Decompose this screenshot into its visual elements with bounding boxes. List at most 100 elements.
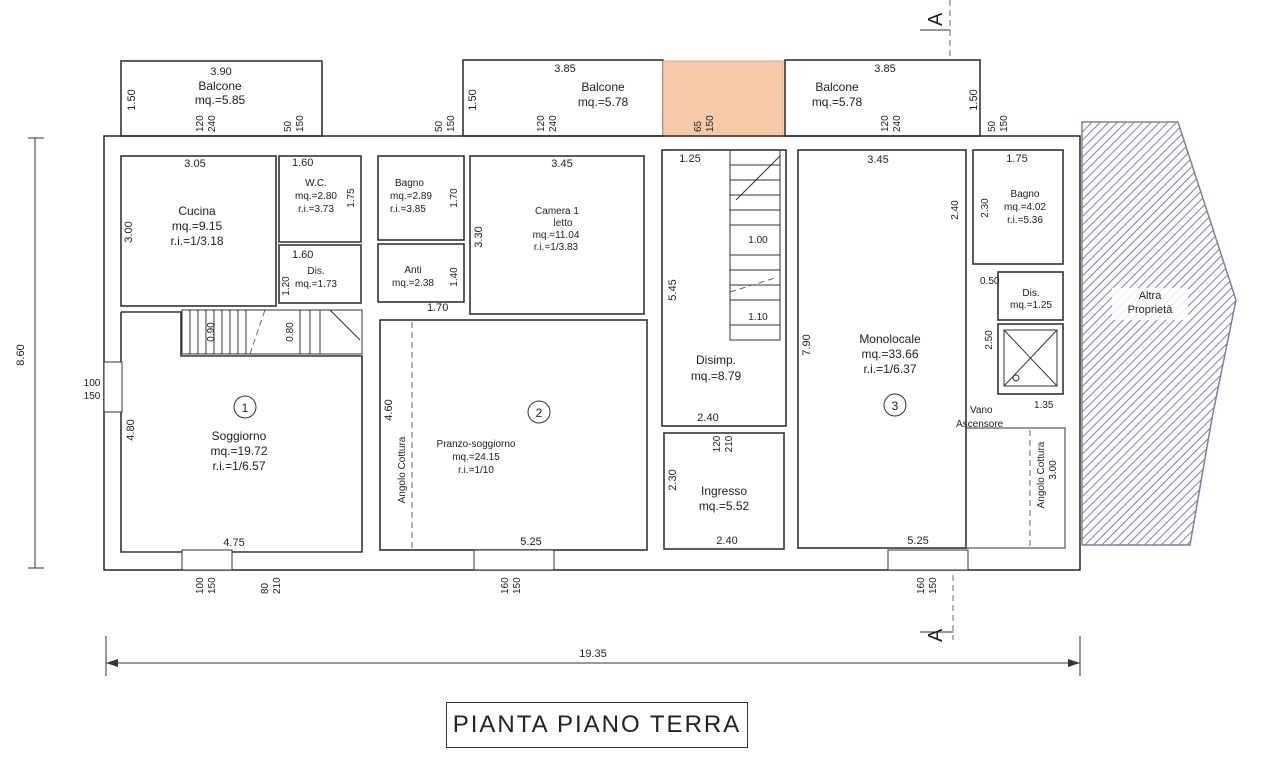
svg-text:80: 80: [260, 582, 271, 594]
balcony-center-tile: [662, 60, 784, 137]
svg-text:1.20: 1.20: [281, 276, 292, 296]
svg-text:mq.=5.78: mq.=5.78: [812, 95, 863, 109]
room-disimpegno: 1.25 5.45 1.00 1.10 Disimp. mq.=8.79 2.4…: [661, 149, 787, 427]
svg-text:3.85: 3.85: [554, 63, 575, 75]
svg-text:5.45: 5.45: [667, 279, 679, 300]
svg-text:3.00: 3.00: [123, 221, 135, 242]
svg-text:r.i.=5.36: r.i.=5.36: [1007, 215, 1043, 226]
svg-text:0.90: 0.90: [206, 322, 217, 342]
svg-text:7.90: 7.90: [801, 334, 813, 355]
svg-text:150: 150: [295, 115, 306, 132]
svg-text:150: 150: [84, 391, 101, 402]
svg-text:0.80: 0.80: [285, 322, 296, 342]
svg-text:mq.=1.25: mq.=1.25: [1010, 300, 1052, 311]
svg-text:mq.=2.80: mq.=2.80: [295, 191, 337, 202]
svg-text:1.35: 1.35: [1034, 400, 1054, 411]
svg-text:120: 120: [195, 115, 206, 132]
section-marker-bottom: A: [920, 575, 954, 642]
svg-text:mq.=1.73: mq.=1.73: [295, 279, 337, 290]
svg-text:50: 50: [434, 120, 445, 132]
room-ingresso: Ingresso mq.=5.52 2.40 2.30 120 210: [663, 432, 785, 550]
svg-text:240: 240: [207, 115, 218, 132]
svg-text:1.00: 1.00: [748, 235, 768, 246]
svg-text:Balcone: Balcone: [815, 80, 859, 94]
svg-text:3.45: 3.45: [551, 158, 572, 170]
svg-text:1.75: 1.75: [346, 188, 357, 208]
svg-text:160: 160: [500, 577, 511, 594]
svg-text:4.80: 4.80: [125, 419, 137, 440]
room-bagno-2: 1.75 Bagno mq.=4.02 r.i.=5.36 2.30: [972, 149, 1064, 265]
svg-text:1.50: 1.50: [467, 89, 479, 110]
svg-text:Bagno: Bagno: [1011, 189, 1040, 200]
neighbour-property: Altra Proprietà: [1081, 121, 1237, 546]
svg-text:Soggiorno: Soggiorno: [212, 429, 267, 443]
svg-text:2.40: 2.40: [950, 200, 961, 220]
balcone-2: 3.85 Balcone mq.=5.78 1.50: [462, 59, 664, 137]
svg-text:Cucina: Cucina: [178, 204, 216, 218]
svg-text:Ascensore: Ascensore: [956, 419, 1004, 430]
svg-text:100: 100: [84, 378, 101, 389]
svg-text:Camera 1: Camera 1: [535, 206, 579, 217]
svg-text:mq.=9.15: mq.=9.15: [172, 219, 223, 233]
svg-text:Altra: Altra: [1139, 290, 1163, 302]
outer-wall: [103, 135, 1081, 571]
svg-text:r.i.=1/3.83: r.i.=1/3.83: [534, 242, 579, 253]
room-pranzo-soggiorno: 2 Pranzo-soggiorno mq.=24.15 r.i.=1/10 5…: [379, 319, 648, 551]
svg-text:r.i.=3.85: r.i.=3.85: [390, 204, 426, 215]
svg-text:2.30: 2.30: [667, 469, 679, 490]
svg-text:3.00: 3.00: [1048, 460, 1059, 480]
svg-text:1.50: 1.50: [968, 89, 980, 110]
room-bagno-1: Bagno mq.=2.89 r.i.=3.85 1.70: [377, 155, 465, 241]
room-cucina: 3.05 3.00 Cucina mq.=9.15 r.i.=1/3.18: [120, 155, 277, 307]
opening-left: 100 150: [84, 361, 123, 413]
svg-text:1.75: 1.75: [1006, 153, 1027, 165]
svg-text:mq.=2.38: mq.=2.38: [392, 278, 434, 289]
svg-text:3.05: 3.05: [184, 158, 205, 170]
svg-text:1.40: 1.40: [449, 267, 460, 287]
dimension-total-height: 8.60: [15, 137, 44, 569]
svg-text:A: A: [925, 628, 947, 642]
svg-text:3: 3: [892, 399, 899, 413]
room-dis-1: Dis. mq.=1.73 1.20: [278, 244, 362, 304]
svg-text:A: A: [925, 12, 947, 26]
svg-text:240: 240: [548, 115, 559, 132]
room-soggiorno: 1 Soggiorno mq.=19.72 r.i.=1/6.57 4.75 4…: [120, 311, 363, 553]
svg-text:0.50: 0.50: [980, 276, 1000, 287]
svg-text:19.35: 19.35: [579, 648, 607, 660]
svg-text:W.C.: W.C.: [305, 178, 327, 189]
plan-title: PIANTA PIANO TERRA: [446, 702, 748, 748]
svg-text:Anti: Anti: [404, 265, 421, 276]
svg-text:Proprietà: Proprietà: [1128, 304, 1174, 316]
svg-text:mq.=8.79: mq.=8.79: [691, 369, 742, 383]
svg-text:Disimp.: Disimp.: [696, 353, 736, 367]
svg-text:210: 210: [724, 435, 735, 452]
dimension-total-width: 19.35: [105, 636, 1081, 676]
svg-text:mq.=19.72: mq.=19.72: [210, 444, 267, 458]
svg-text:1.25: 1.25: [679, 153, 700, 165]
svg-text:120: 120: [880, 115, 891, 132]
room-camera: 3.45 3.30 Camera 1 letto mq.=11.04 r.i.=…: [469, 155, 645, 315]
svg-text:100: 100: [195, 577, 206, 594]
svg-text:mq.=33.66: mq.=33.66: [861, 347, 918, 361]
svg-text:240: 240: [892, 115, 903, 132]
svg-text:8.60: 8.60: [15, 344, 27, 365]
svg-text:5.25: 5.25: [520, 536, 541, 548]
svg-text:Monolocale: Monolocale: [859, 332, 921, 346]
svg-text:r.i.=3.73: r.i.=3.73: [298, 204, 334, 215]
svg-text:mq.=5.85: mq.=5.85: [195, 93, 246, 107]
svg-text:120: 120: [712, 435, 723, 452]
svg-text:1: 1: [242, 401, 249, 415]
svg-text:4.60: 4.60: [383, 399, 395, 420]
svg-text:120: 120: [536, 115, 547, 132]
svg-text:r.i.=1/6.37: r.i.=1/6.37: [863, 362, 916, 376]
stairs-left: 0.90 0.80: [181, 309, 363, 355]
svg-text:mq.=11.04: mq.=11.04: [533, 230, 580, 241]
svg-text:150: 150: [207, 577, 218, 594]
svg-text:3.45: 3.45: [867, 154, 888, 166]
svg-text:3.85: 3.85: [874, 63, 895, 75]
svg-text:4.75: 4.75: [223, 537, 244, 549]
svg-text:5.25: 5.25: [907, 535, 928, 547]
svg-text:2: 2: [536, 406, 543, 420]
svg-text:210: 210: [272, 577, 283, 594]
